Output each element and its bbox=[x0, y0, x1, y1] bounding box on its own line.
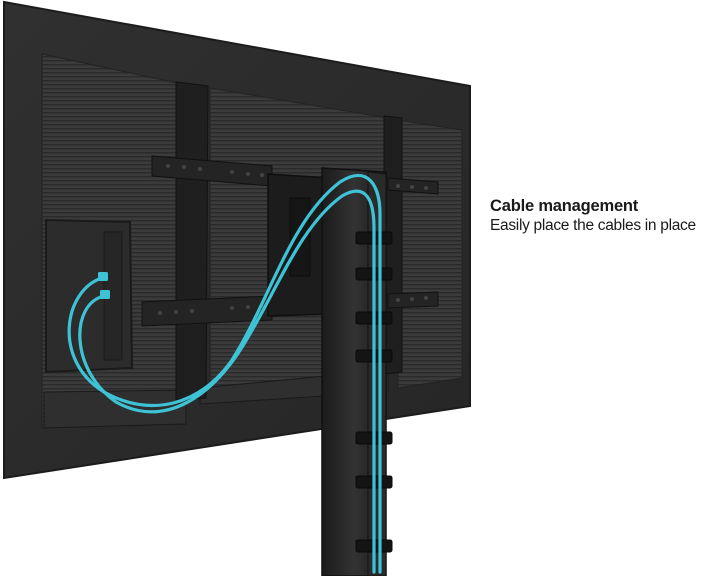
vesa-rail-left bbox=[175, 81, 209, 401]
cable-connector bbox=[100, 290, 110, 299]
bracket-arm-lower-left bbox=[141, 295, 273, 327]
feature-caption: Cable management Easily place the cables… bbox=[490, 196, 720, 235]
cable-2 bbox=[78, 189, 376, 574]
cable-connector bbox=[98, 272, 108, 281]
tv-bottom-ledge bbox=[43, 389, 187, 429]
feature-title: Cable management bbox=[490, 197, 639, 215]
tv-rib-panel-right bbox=[397, 119, 463, 389]
cables bbox=[67, 174, 382, 574]
feature-subtitle: Easily place the cables in place bbox=[490, 217, 696, 234]
